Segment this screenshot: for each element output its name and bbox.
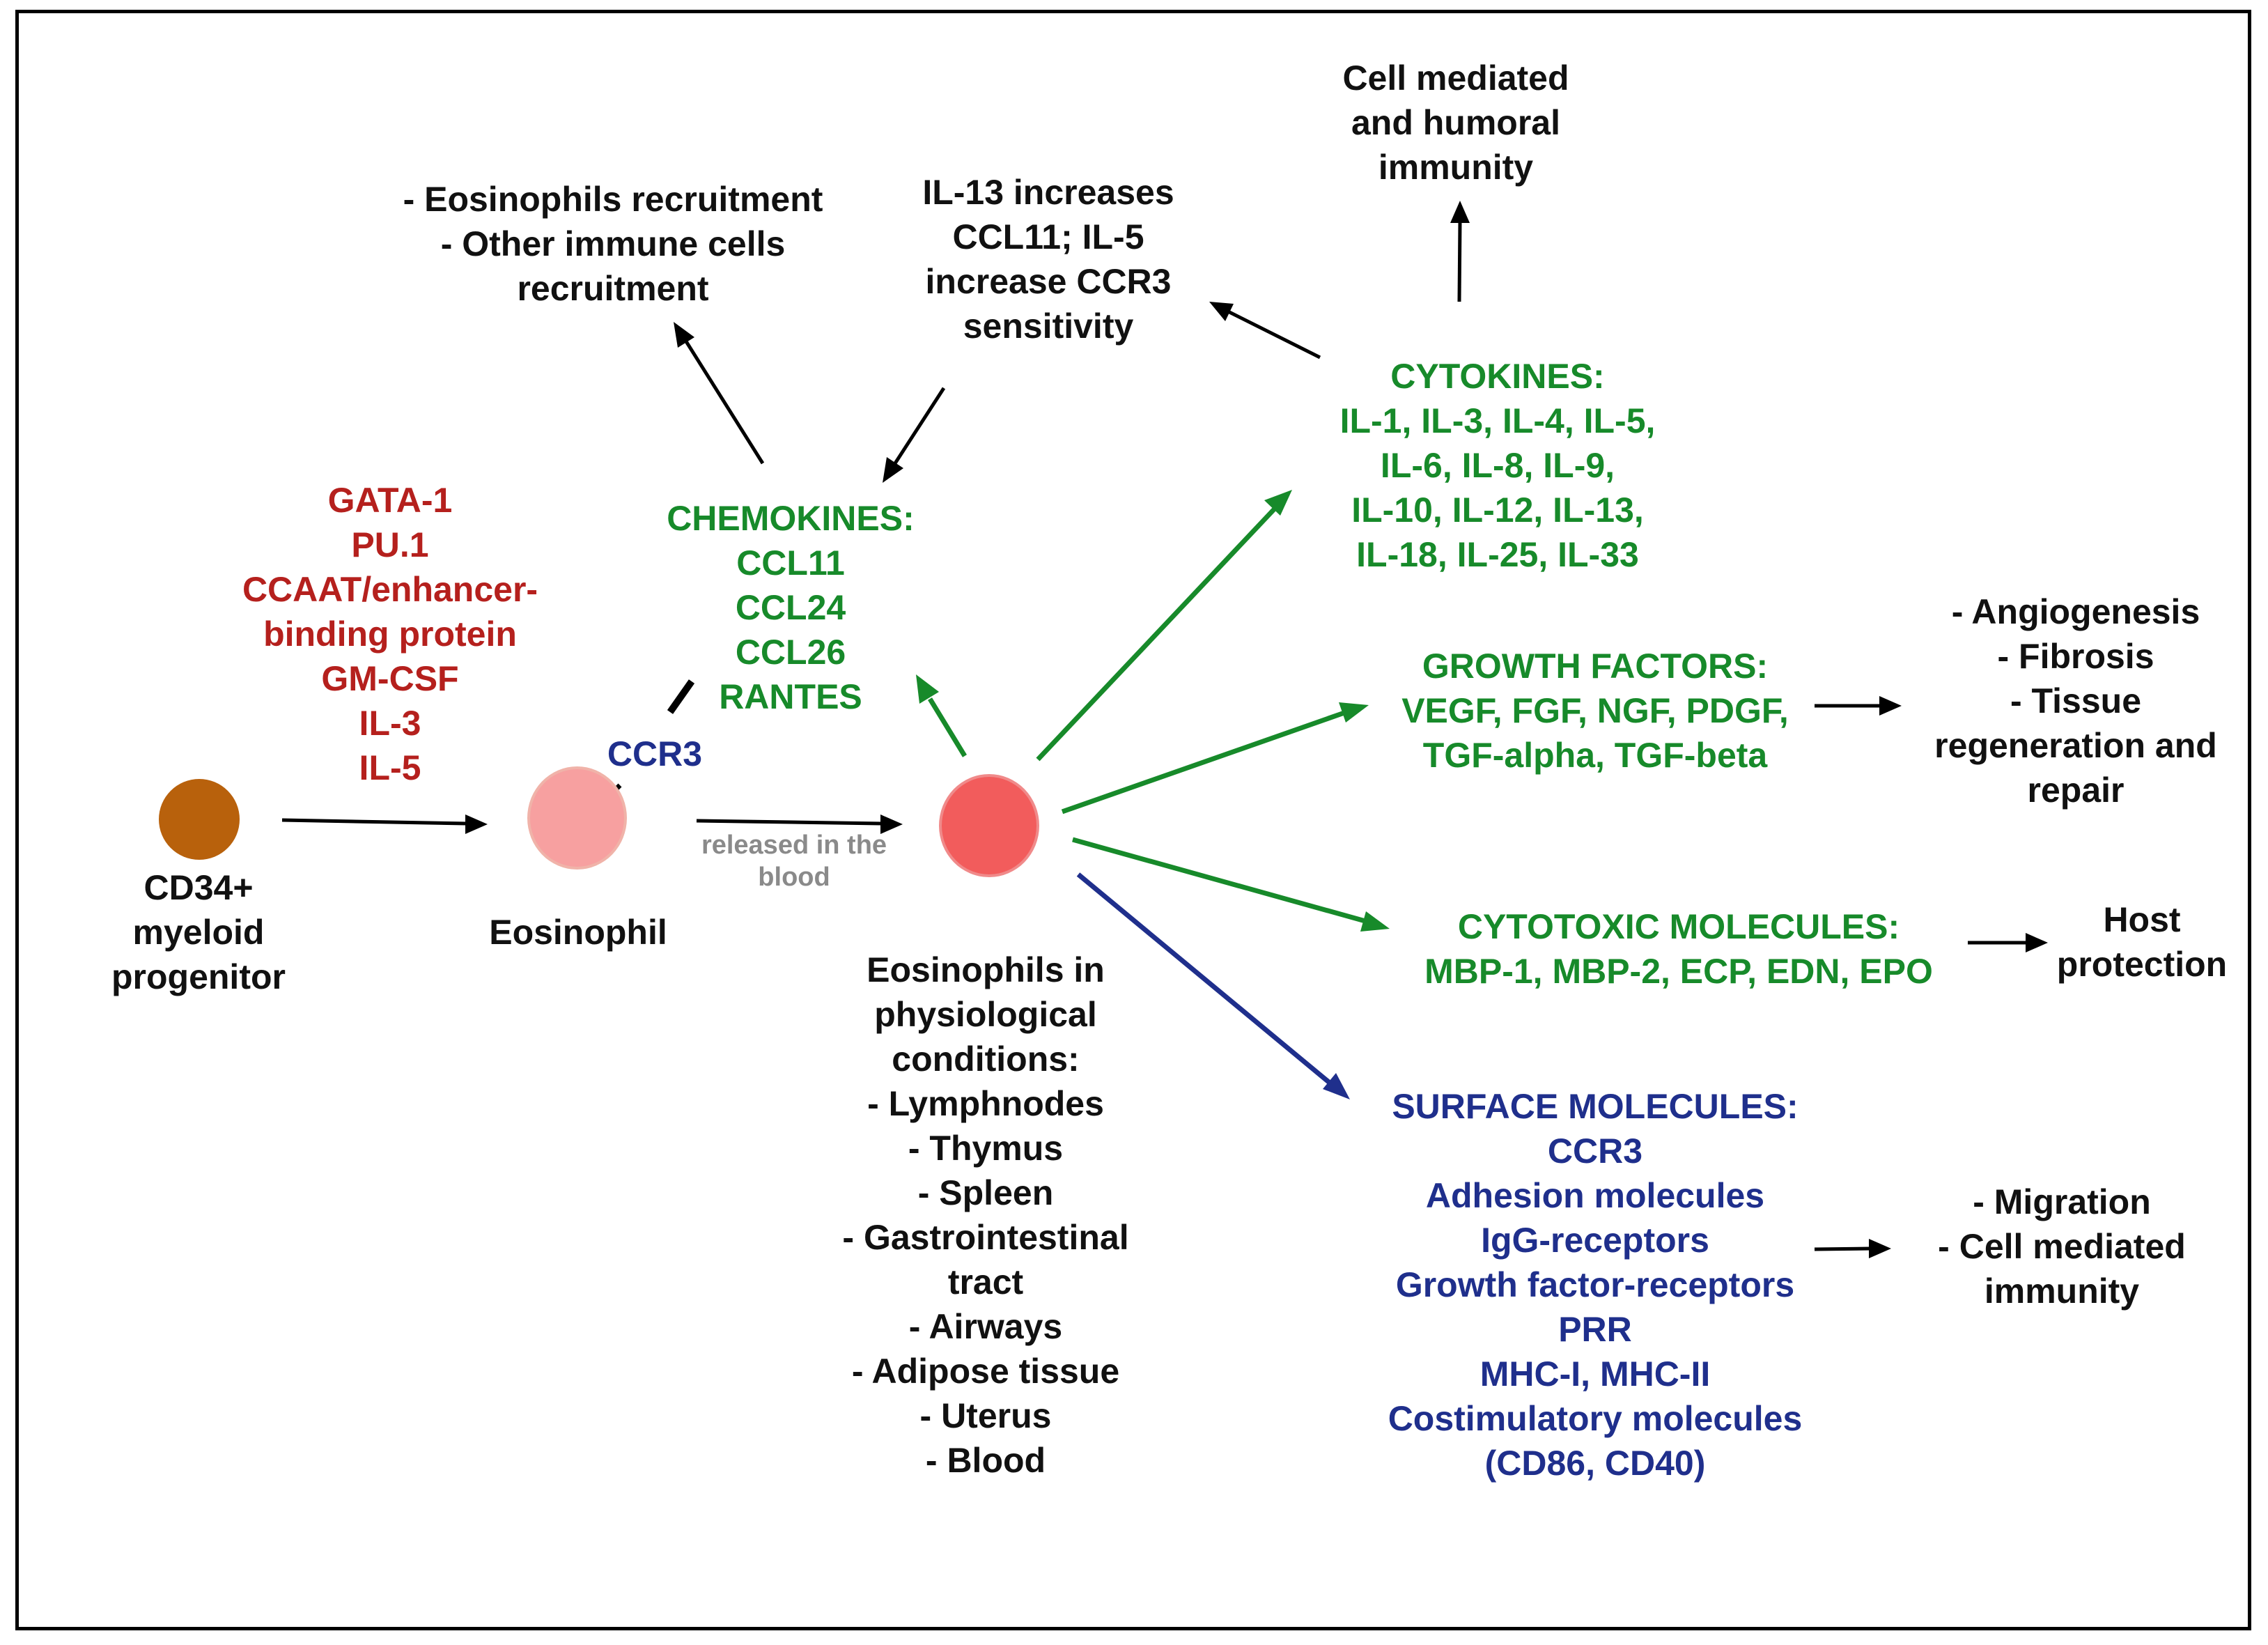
cytokines-box: CYTOKINES: IL-1, IL-3, IL-4, IL-5, IL-6,… [1282, 354, 1714, 577]
cytotoxic-outcome: Host protection [2056, 900, 2228, 984]
surface-molecules-box: SURFACE MOLECULES: CCR3 Adhesion molecul… [1344, 1084, 1846, 1485]
growth-outcome: - Angiogenesis - Fibrosis - Tissue regen… [1934, 592, 2217, 810]
arrow-cell-to-cytokines [1036, 507, 1277, 762]
arrowhead-cytotoxic-to-outcome [2026, 933, 2048, 952]
arrow-cell-to-chemokines [928, 697, 967, 757]
arrowhead-cytokines-to-immunity [1450, 201, 1470, 223]
progenitor-label: CD34+ myeloid progenitor [111, 868, 286, 996]
arrow-cytokines-to-il13 [1228, 310, 1321, 360]
progenitor-cell [159, 779, 240, 860]
release-label: released in the blood [701, 831, 887, 892]
arrow-cell-to-cytotoxic [1072, 837, 1366, 924]
activated-eosinophil-cell [939, 774, 1039, 877]
immunity-outcome: Cell mediated and humoral immunity [1342, 59, 1569, 187]
arrow-chemokines-to-recruitment [684, 340, 765, 465]
ccr3-bar [667, 679, 695, 714]
arrowhead-cell-to-surface [1323, 1073, 1350, 1099]
arrowhead-surface-to-outcome [1869, 1239, 1891, 1258]
arrowhead-cell-to-cytokines [1264, 490, 1292, 516]
arrowhead-cell-to-growth [1339, 702, 1369, 723]
physiological-conditions: Eosinophils in physiological conditions:… [842, 950, 1129, 1480]
il13-note: IL-13 increases CCL11; IL-5 increase CCR… [922, 173, 1174, 346]
arrowhead-growth-to-outcome [1879, 696, 1902, 716]
surface-title: SURFACE MOLECULES: [1392, 1087, 1799, 1126]
ccr3-receptor-label: CCR3 [607, 734, 703, 773]
arrowhead-cytokines-to-il13 [1209, 302, 1234, 321]
chemokines-box: CHEMOKINES: CCL11 CCL24 CCL26 RANTES [644, 496, 937, 719]
arrow-cytokines-to-immunity [1457, 221, 1462, 302]
figure-border [15, 10, 2251, 1630]
arrow-cell-to-surface [1076, 872, 1333, 1086]
arrow-progenitor-to-eosinophil [281, 818, 467, 826]
arrowhead-cell-to-cytotoxic [1360, 911, 1390, 932]
green-arrows [916, 490, 1390, 932]
arrow-cell-to-growth [1061, 710, 1346, 814]
arrowhead-il13-to-chemokines [883, 457, 903, 483]
arrowhead-cell-to-chemokines [916, 674, 939, 704]
eosinophil-label: Eosinophil [489, 913, 667, 952]
blue-arrows [1076, 872, 1350, 1099]
arrowhead-progenitor-to-eosinophil [465, 814, 488, 834]
arrow-il13-to-chemokines [893, 387, 946, 465]
black-arrows [281, 201, 2048, 1258]
cytotoxic-box: CYTOTOXIC MOLECULES: MBP-1, MBP-2, ECP, … [1400, 904, 1957, 994]
growth-factors-title: GROWTH FACTORS: [1422, 647, 1769, 686]
transcription-factors: GATA-1 PU.1 CCAAT/enhancer- binding prot… [242, 481, 538, 787]
cytotoxic-title: CYTOTOXIC MOLECULES: [1457, 907, 1900, 946]
arrowhead-eosinophil-to-blood [880, 814, 903, 834]
arrow-eosinophil-to-blood [696, 819, 882, 826]
chemokines-title: CHEMOKINES: [667, 499, 915, 538]
arrowhead-chemokines-to-recruitment [674, 322, 694, 348]
growth-factors-box: GROWTH FACTORS: VEGF, FGF, NGF, PDGF, TG… [1365, 644, 1825, 778]
cytokines-title: CYTOKINES: [1390, 357, 1605, 396]
eosinophil-cell [527, 766, 627, 870]
recruitment-effects: - Eosinophils recruitment - Other immune… [403, 180, 823, 308]
surface-outcome: - Migration - Cell mediated immunity [1938, 1182, 2186, 1311]
